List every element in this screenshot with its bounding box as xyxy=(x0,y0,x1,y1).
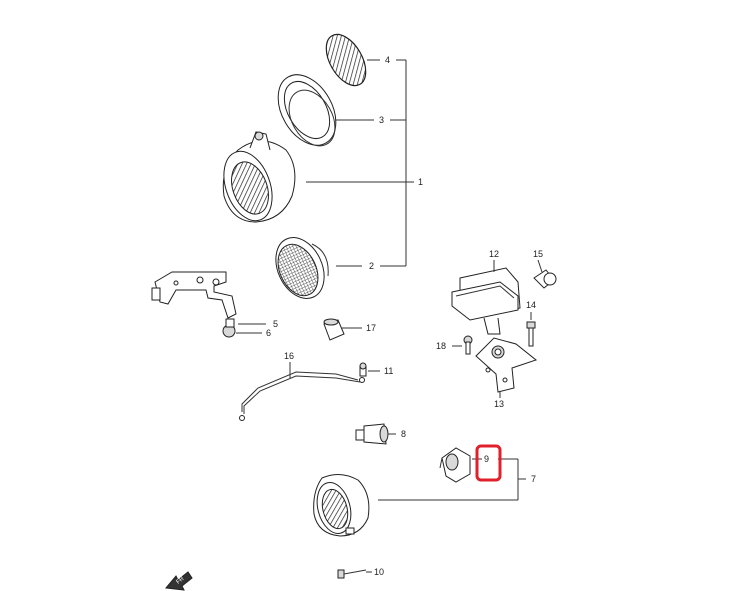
callout-9: 9 xyxy=(484,454,489,464)
callout-1: 1 xyxy=(418,177,423,187)
leader-lines xyxy=(236,59,543,573)
small-bulb-part xyxy=(533,269,557,289)
callout-14: 14 xyxy=(526,300,536,310)
socket-part xyxy=(439,447,471,483)
bolt-part xyxy=(222,318,236,338)
callout-8: 8 xyxy=(401,429,406,439)
bracket-bolt-part xyxy=(463,335,473,355)
bulb-part xyxy=(355,423,389,445)
callout-5: 5 xyxy=(273,319,278,329)
callout-17: 17 xyxy=(366,323,376,333)
sealed-beam-part xyxy=(275,237,329,299)
spacer-part xyxy=(323,318,345,341)
callout-4: 4 xyxy=(385,55,390,65)
harness-part xyxy=(239,371,365,421)
callout-2: 2 xyxy=(369,261,374,271)
headlight-housing-part xyxy=(222,131,296,223)
rim-part xyxy=(277,74,337,147)
screw-part xyxy=(359,362,367,377)
callout-15: 15 xyxy=(533,249,543,259)
callout-6: 6 xyxy=(266,328,271,338)
front-arrow-icon: FR xyxy=(165,571,193,591)
lens-part xyxy=(325,33,367,87)
work-lamp-part xyxy=(451,267,521,335)
fog-lamp-part xyxy=(313,474,370,537)
callout-13: 13 xyxy=(494,399,504,409)
callout-10: 10 xyxy=(374,567,384,577)
highlight-box xyxy=(475,444,502,482)
callout-12: 12 xyxy=(489,249,499,259)
long-bolt-part xyxy=(337,569,367,579)
lamp-bolt-part xyxy=(526,321,536,347)
callout-7: 7 xyxy=(531,474,536,484)
callout-18: 18 xyxy=(436,341,446,351)
mount-plate-part xyxy=(475,337,538,393)
callout-3: 3 xyxy=(379,115,384,125)
bracket-part xyxy=(151,271,237,319)
callout-16: 16 xyxy=(284,351,294,361)
svg-text:FR: FR xyxy=(176,576,187,586)
callout-11: 11 xyxy=(384,366,393,376)
